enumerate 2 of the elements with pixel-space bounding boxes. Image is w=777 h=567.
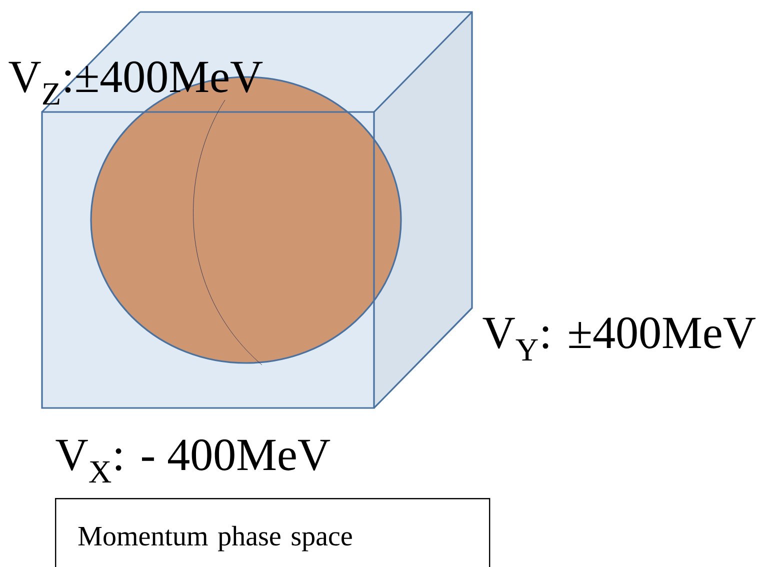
axis-label: V$_{Y}$: ±400MeV [482,317,756,360]
caption-box: Momentum phase space [55,498,490,567]
